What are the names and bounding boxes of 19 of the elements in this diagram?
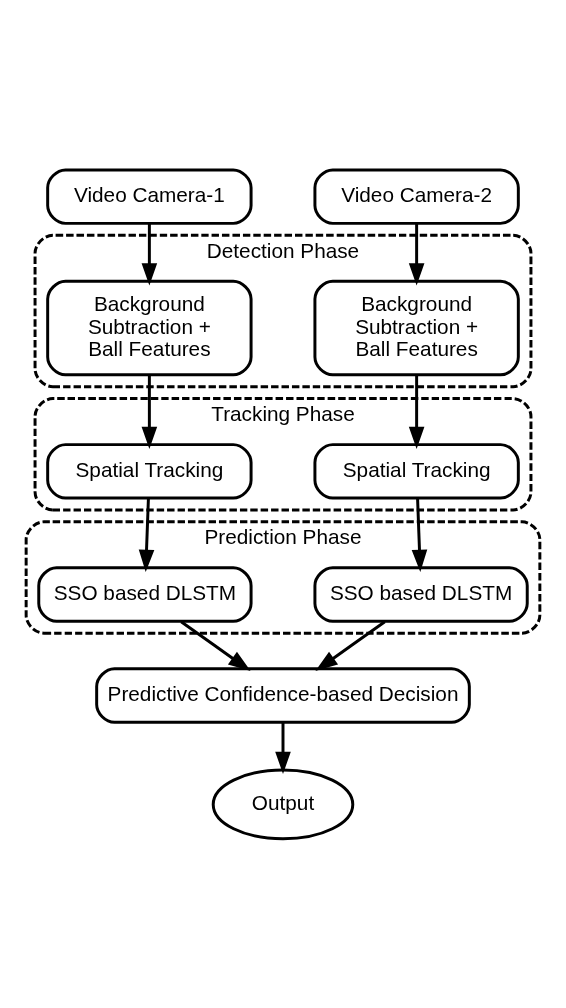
arrow: [315, 620, 386, 671]
arrow: [180, 620, 251, 671]
node-box: SSO based DLSTM: [313, 565, 529, 623]
arrow: [141, 374, 158, 449]
node-box: Background Subtraction + Ball Features: [313, 279, 520, 376]
arrow: [141, 223, 158, 285]
arrow: [275, 722, 291, 774]
node-box: Spatial Tracking: [313, 442, 520, 500]
arrow: [138, 497, 155, 572]
arrow: [411, 497, 428, 572]
node-ellipse: Output: [211, 768, 355, 840]
node-box: Spatial Tracking: [46, 442, 253, 500]
arrow: [408, 374, 425, 449]
node-box: Video Camera-1: [46, 167, 253, 225]
node-box: Video Camera-2: [313, 167, 520, 225]
node-box: SSO based DLSTM: [37, 565, 253, 623]
node-box: Background Subtraction + Ball Features: [46, 279, 253, 376]
arrow: [408, 223, 425, 285]
node-box: Predictive Confidence-based Decision: [95, 666, 471, 724]
